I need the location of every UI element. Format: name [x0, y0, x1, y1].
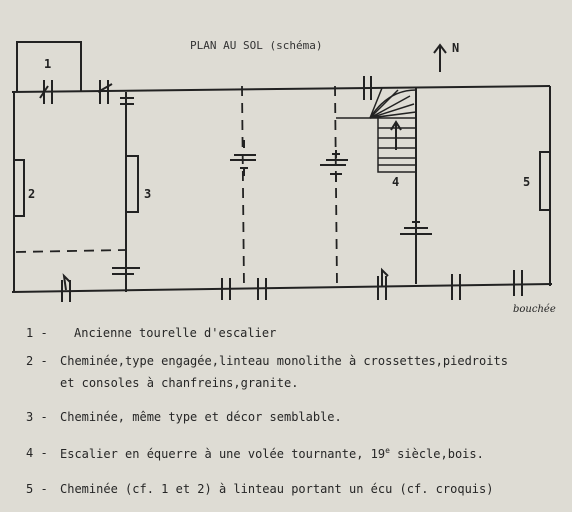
window-symbol-2	[451, 274, 461, 300]
door-symbol-7	[377, 267, 389, 300]
legend-num: 2 -	[26, 354, 48, 368]
room-label-3: 3	[144, 187, 151, 201]
fireplace-5	[539, 151, 551, 211]
door-symbol-3	[120, 97, 134, 105]
opening-symbol-3	[400, 220, 432, 235]
opening-symbol-1	[230, 140, 256, 176]
legend-text: Ancienne tourelle d'escalier	[74, 326, 277, 340]
window-symbol-3	[513, 270, 523, 296]
legend-num: 4 -	[26, 446, 48, 460]
room-label-1: 1	[44, 57, 51, 71]
room-label-4: 4	[392, 175, 399, 189]
legend-text: Escalier en équerre à une volée tournant…	[60, 446, 484, 461]
legend: 1 - Ancienne tourelle d'escalier 2 - Che…	[0, 316, 572, 512]
door-symbol-6	[112, 267, 140, 275]
north-label: N	[452, 41, 459, 55]
legend-num: 1 -	[26, 326, 48, 340]
dashed-partition-1	[241, 85, 245, 289]
room-label-2: 2	[28, 187, 35, 201]
tower-outline	[16, 41, 82, 92]
dashed-partition-3	[15, 249, 127, 253]
bouchee-note: bouchée	[513, 304, 556, 315]
plan-title: PLAN AU SOL (schéma)	[190, 39, 322, 52]
north-wall	[11, 85, 551, 93]
dashed-partition-2	[334, 85, 338, 287]
legend-text: Cheminée,type engagée,linteau monolithe …	[60, 354, 508, 368]
legend-text: et consoles à chanfreins,granite.	[60, 376, 299, 390]
plan-drawing: PLAN AU SOL (schéma) N	[11, 39, 556, 315]
legend-text: Cheminée (cf. 1 et 2) à linteau portant …	[60, 482, 494, 496]
north-arrow	[433, 43, 447, 72]
door-symbol-5	[61, 273, 71, 302]
legend-num: 3 -	[26, 410, 48, 424]
legend-num: 5 -	[26, 482, 48, 496]
room-label-5: 5	[523, 175, 530, 189]
opening-symbol-2	[320, 150, 348, 182]
staircase	[336, 87, 417, 173]
fireplace-3	[125, 155, 139, 213]
legend-text: Cheminée, même type et décor semblable.	[60, 410, 342, 424]
door-symbol-1	[39, 80, 53, 104]
door-symbol-4	[363, 76, 372, 100]
fireplace-2	[13, 159, 25, 217]
door-symbol-2	[97, 80, 113, 104]
south-wall	[11, 283, 553, 293]
window-symbol-1	[221, 278, 267, 300]
